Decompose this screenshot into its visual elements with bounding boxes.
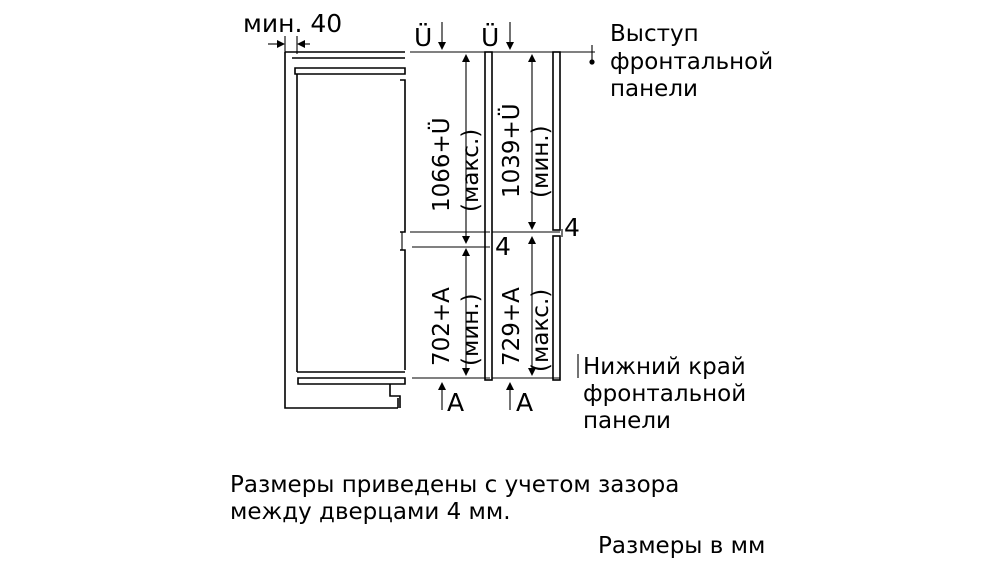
lower-dim-left-note: (мин.)	[458, 293, 484, 366]
protrusion-line-2: фронтальной	[610, 49, 773, 75]
a-label-2: A	[516, 388, 533, 417]
lower-dimension-left: 702+A (мин.)	[429, 248, 484, 376]
upper-dim-left-note: (макс.)	[458, 129, 484, 212]
a-label-1: A	[447, 388, 464, 417]
callout-dot	[589, 59, 595, 65]
gap-4-mid-label: 4	[495, 232, 511, 261]
bottom-edge-line-2: фронтальной	[583, 381, 746, 407]
footnotes: Размеры приведены с учетом зазора между …	[230, 472, 765, 559]
cabinet-outline	[284, 51, 406, 409]
u-markers: Ü Ü	[414, 22, 514, 52]
left-door-panel	[484, 51, 493, 381]
gap-4-right-label: 4	[564, 213, 580, 242]
protrusion-line-1: Выступ	[610, 21, 699, 47]
upper-dim-right-note: (мин.)	[528, 125, 554, 198]
min-gap-dimension: мин. 40	[243, 9, 342, 54]
a-markers: A A	[438, 382, 533, 417]
u-label-1: Ü	[414, 23, 432, 52]
upper-dimension-left: 1066+Ü (макс.)	[427, 54, 484, 244]
units-note: Размеры в мм	[598, 533, 765, 559]
bottom-edge-line-1: Нижний край	[583, 354, 746, 380]
lower-dimension-right: 729+A (макс.)	[499, 236, 554, 376]
bottom-edge-callout: Нижний край фронтальной панели	[577, 354, 746, 434]
min-gap-label: мин. 40	[243, 9, 342, 38]
note-line-2: между дверцами 4 мм.	[230, 499, 511, 525]
lower-dim-left-value: 702+A	[429, 287, 455, 366]
protrusion-callout: Выступ фронтальной панели	[589, 21, 773, 102]
upper-dim-right-value: 1039+Ü	[497, 103, 525, 198]
right-lower-door-panel	[552, 235, 561, 381]
lower-dim-right-note: (макс.)	[528, 289, 554, 372]
u-label-2: Ü	[481, 23, 499, 52]
note-line-1: Размеры приведены с учетом зазора	[230, 472, 679, 498]
lower-dim-right-value: 729+A	[499, 287, 525, 366]
upper-dimension-right: 1039+Ü (мин.)	[497, 54, 554, 230]
upper-dim-left-value: 1066+Ü	[427, 117, 455, 212]
protrusion-line-3: панели	[610, 76, 698, 102]
door-panels	[484, 51, 563, 381]
gap-markers: 4 4	[495, 213, 580, 261]
reference-lines	[410, 51, 595, 379]
right-upper-door-panel	[552, 51, 561, 231]
bottom-edge-line-3: панели	[583, 408, 671, 434]
